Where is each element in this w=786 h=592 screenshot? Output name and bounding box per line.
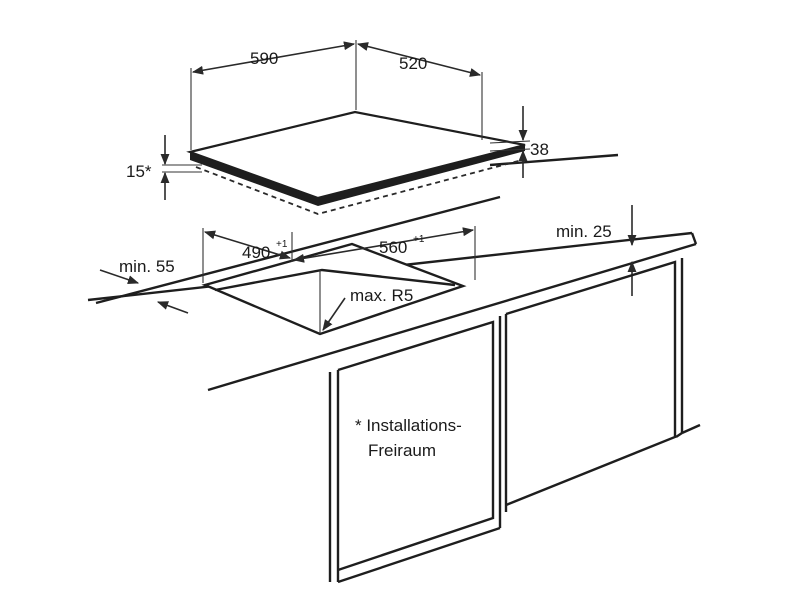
- dim-label-490: 490: [242, 243, 270, 262]
- dim-label-520: 520: [399, 54, 427, 73]
- dim-line-560: [292, 227, 475, 263]
- hob-top-surface: [186, 110, 526, 200]
- dim-line-490: [203, 230, 292, 260]
- countertop-front-lower: [207, 242, 697, 392]
- dim-label-560: 560: [379, 238, 407, 257]
- dim-label-15: 15*: [126, 162, 152, 181]
- countertop-unit: 490 +1 560 +1 min. 55 min. 25 max. R5: [87, 195, 698, 392]
- dim-tol-560: +1: [413, 234, 425, 245]
- dim-line-520: [356, 42, 482, 77]
- note-line-1: * Installations-: [355, 416, 462, 435]
- note-line-2: Freiraum: [368, 441, 436, 460]
- cabinet-right-join: [675, 432, 683, 438]
- dim-line-590: [191, 41, 356, 75]
- dim-tol-490: +1: [276, 239, 288, 250]
- cabinet-right-foot: [681, 423, 701, 435]
- cutout-inner-rim: [214, 268, 456, 292]
- ext-38-bottom: [489, 148, 531, 152]
- cabinet-door-left: [337, 320, 495, 572]
- radius-leader: [322, 297, 346, 331]
- dim-arrow-55-out: [156, 301, 189, 314]
- dim-label-min-25: min. 25: [556, 222, 612, 241]
- installation-note: * Installations- Freiraum: [355, 416, 462, 460]
- dim-label-radius: max. R5: [350, 286, 413, 305]
- hob-bottom-dashed: [195, 159, 523, 215]
- cabinet-door-right: [505, 260, 677, 507]
- countertop-edge-upper: [489, 153, 619, 167]
- hob-unit: 590 520 38 15*: [126, 40, 619, 215]
- dim-arrow-55-in: [99, 269, 140, 284]
- ext-38-top: [489, 140, 531, 144]
- cabinet-base-left: [337, 526, 501, 584]
- hob-edge: [190, 145, 525, 206]
- countertop-corner: [690, 232, 698, 245]
- dim-label-590: 590: [250, 49, 278, 68]
- cabinet-unit: [328, 258, 701, 584]
- dim-label-38: 38: [530, 140, 549, 159]
- dim-label-min-55: min. 55: [119, 257, 175, 276]
